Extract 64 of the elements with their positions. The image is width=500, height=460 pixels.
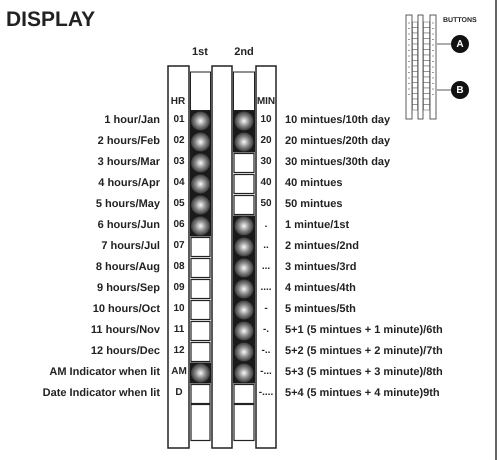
row-description: 5+1 (5 mintues + 1 minute)/6th [285,325,443,336]
hour-code: 11 [174,325,184,335]
minute-code: 30 [260,157,272,167]
hour-code: 01 [173,115,185,125]
row-description: 30 mintues/30th day [285,157,390,168]
column-label: MIN [256,97,276,107]
row-description: 5+3 (5 mintues + 3 minute)/8th [285,367,443,378]
minute-code: .. [263,241,269,251]
minute-code: .... [260,283,272,293]
minute-code: 20 [260,136,272,146]
display-thumbnail-drawing [405,14,437,120]
row-description: 10 mintues/10th day [285,115,390,126]
hour-code: 05 [173,199,185,209]
hour-code: 08 [173,262,185,272]
row-description: 5 hours/May [96,199,160,210]
minute-code: . [264,220,268,230]
row-description: 7 hours/Jul [101,241,160,252]
row-description: 2 mintues/2nd [285,241,359,252]
column-label: HR [170,97,186,107]
row-description: 5+2 (5 mintues + 2 minute)/7th [285,346,443,357]
button-callout: B [451,81,469,99]
row-description: 50 mintues [285,199,342,210]
hour-code: D [175,388,183,398]
row-description: 20 mintues/20th day [285,136,390,147]
column-label: 1st [192,47,208,58]
button-callout: A [451,35,469,53]
row-description: 5 mintues/5th [285,304,356,315]
row-description: 40 mintues [285,178,342,189]
hour-code: AM [171,367,187,377]
hour-code: 10 [173,304,185,314]
minute-code: ... [262,262,270,272]
row-description: 9 hours/Sep [97,283,160,294]
row-description: AM Indicator when lit [49,367,160,378]
minute-code: -. [262,325,270,335]
title: DISPLAY [6,9,96,30]
row-description: 1 hour/Jan [104,115,160,126]
minute-code: 50 [260,199,272,209]
row-description: 12 hours/Dec [90,346,160,357]
minute-code: 10 [260,115,272,125]
hour-code: 02 [173,136,185,146]
hour-code: 03 [173,157,185,167]
row-description: 8 hours/Aug [96,262,160,273]
hour-code: 04 [173,178,185,188]
row-description: 6 hours/Jun [98,220,160,231]
minute-code: -.... [258,388,274,398]
row-description: 5+4 (5 mintues + 4 minute)9th [285,388,440,399]
row-description: 3 mintues/3rd [285,262,357,273]
hour-code: 09 [173,283,185,293]
hour-code: 06 [173,220,185,230]
row-description: 10 hours/Oct [92,304,160,315]
minute-code: -.. [262,346,270,356]
row-description: 1 mintue/1st [285,220,350,231]
row-description: 11 hours/Nov [90,325,160,336]
hour-code: 12 [173,346,185,356]
minute-code: - [264,304,268,314]
row-description: 4 mintues/4th [285,283,356,294]
row-description: 3 hours/Mar [98,157,160,168]
row-description: 2 hours/Feb [98,136,160,147]
minute-code: 40 [260,178,272,188]
hour-code: 07 [173,241,185,251]
row-description: 4 hours/Apr [98,178,160,189]
row-description: Date Indicator when lit [42,388,160,399]
minute-code: -... [260,367,272,377]
column-label: 2nd [234,47,254,58]
